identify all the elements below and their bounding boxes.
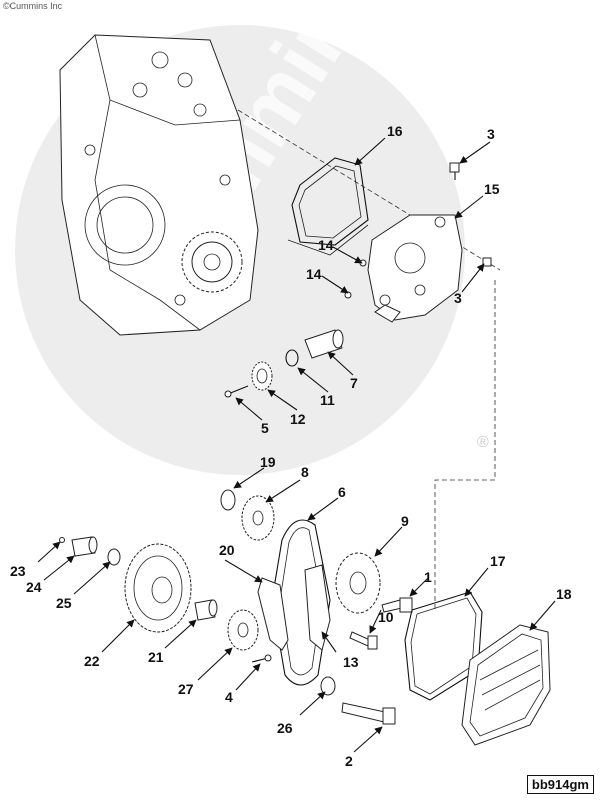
part-3-bolt-right	[482, 257, 492, 267]
callout-12: 12	[290, 411, 306, 427]
part-21-bushing	[194, 599, 218, 621]
callout-11: 11	[320, 392, 335, 408]
callout-labels: 16 3 15 14 14 3 7 11 12 5 19 8 6 9 20 17…	[10, 123, 572, 769]
part-3-bolt-top	[449, 162, 460, 180]
alignment-line-upper	[237, 109, 501, 271]
part-22-gear	[124, 543, 192, 633]
part-16-gasket	[287, 157, 369, 256]
registered-mark: ®	[477, 434, 489, 451]
callout-24: 24	[26, 579, 42, 595]
part-27-gear	[227, 609, 259, 651]
part-5-screw	[224, 385, 249, 398]
callout-25: 25	[56, 595, 72, 611]
part-7-shaft	[304, 329, 344, 359]
callout-27: 27	[178, 681, 194, 697]
callout-21: 21	[148, 649, 164, 665]
part-9-sprocket	[335, 552, 381, 614]
part-4-screw	[251, 654, 272, 663]
part-18-cover	[461, 624, 551, 746]
part-6-timing-chain	[271, 519, 331, 686]
callout-9: 9	[401, 513, 409, 529]
part-10-bolt	[349, 631, 378, 650]
part-23-screw	[59, 537, 65, 543]
callout-18: 18	[556, 586, 572, 602]
callout-14-upper: 14	[318, 237, 334, 253]
callout-8: 8	[301, 464, 309, 480]
callout-14-lower: 14	[306, 266, 322, 282]
leader-lines	[37, 137, 556, 753]
callout-22: 22	[84, 653, 100, 669]
callout-26: 26	[277, 720, 293, 736]
part-11-o-ring	[285, 349, 299, 367]
callout-4: 4	[225, 689, 233, 705]
callout-10: 10	[378, 609, 394, 625]
callout-16: 16	[387, 123, 403, 139]
figure-id-label: bb914gm	[526, 775, 594, 794]
callout-17: 17	[490, 553, 506, 569]
callout-19: 19	[260, 454, 276, 470]
callout-1: 1	[424, 569, 432, 585]
callout-5: 5	[261, 420, 269, 436]
part-24-pin	[71, 536, 98, 557]
callout-3-right: 3	[454, 290, 462, 306]
part-26-washer	[320, 676, 336, 696]
callout-3-top: 3	[487, 126, 495, 142]
callout-7: 7	[350, 375, 358, 391]
part-25-washer	[107, 548, 121, 566]
part-15-gear-housing	[367, 214, 463, 323]
part-20-chain-guide	[257, 577, 289, 651]
callout-2: 2	[345, 753, 353, 769]
part-12-gear	[251, 361, 273, 391]
callout-20: 20	[219, 542, 235, 558]
part-1-bolt	[381, 597, 413, 613]
callout-15: 15	[484, 181, 500, 197]
part-8-sprocket	[241, 495, 275, 541]
part-19-washer	[220, 489, 236, 511]
crankshaft-gear	[181, 231, 243, 293]
callout-23: 23	[10, 563, 26, 579]
alignment-line-vertical	[434, 280, 496, 610]
callout-6: 6	[338, 484, 346, 500]
callout-13: 13	[343, 654, 359, 670]
copyright-text: ©Cummins Inc	[3, 1, 63, 11]
part-2-bolt	[341, 702, 396, 725]
